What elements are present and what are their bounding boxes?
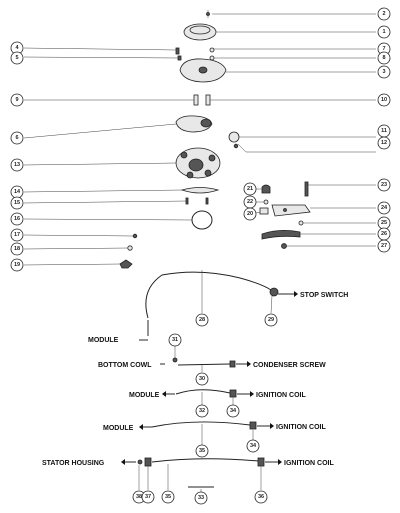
callout-leaders	[23, 13, 376, 266]
svg-text:36: 36	[258, 494, 264, 500]
label-module-1: MODULE	[88, 337, 119, 344]
condenser-lead	[160, 346, 251, 372]
callout-14: 14	[10, 185, 24, 199]
ignition-coil-lead-1	[162, 389, 254, 405]
stop-switch-wire	[139, 270, 298, 341]
callout-8: 8	[377, 51, 391, 65]
label-stator-housing: STATOR HOUSING	[42, 460, 105, 467]
stop-switch-bracket	[259, 181, 311, 249]
callout-34b: 34	[246, 439, 260, 453]
callout-5: 5	[10, 51, 24, 65]
svg-text:9: 9	[15, 97, 18, 103]
stator-housing-lead	[121, 457, 282, 492]
svg-text:22: 22	[247, 199, 253, 205]
label-module-2: MODULE	[129, 392, 160, 399]
label-stop-switch: STOP SWITCH	[300, 292, 348, 299]
callout-36: 36	[254, 490, 268, 504]
svg-text:17: 17	[14, 232, 20, 238]
svg-text:13: 13	[14, 162, 20, 168]
svg-text:32: 32	[199, 408, 205, 414]
callout-13: 13	[10, 158, 24, 172]
callout-23: 23	[377, 178, 391, 192]
label-ignition-coil-1: IGNITION COIL	[256, 392, 307, 399]
callout-3: 3	[377, 65, 391, 79]
callout-24: 24	[377, 201, 391, 215]
svg-text:30: 30	[199, 376, 205, 382]
svg-text:20: 20	[247, 211, 253, 217]
svg-text:5: 5	[15, 55, 18, 61]
ignition-coil-lead-2	[139, 421, 274, 445]
callout-29: 29	[264, 313, 278, 327]
svg-text:3: 3	[382, 69, 385, 75]
svg-text:26: 26	[381, 231, 387, 237]
svg-text:12: 12	[381, 140, 387, 146]
label-bottom-cowl: BOTTOM COWL	[98, 362, 152, 369]
callout-27: 27	[377, 239, 391, 253]
flywheel-stack	[119, 10, 247, 269]
svg-text:24: 24	[381, 205, 388, 211]
svg-text:33: 33	[198, 495, 204, 501]
svg-text:16: 16	[14, 216, 20, 222]
text-labels: STOP SWITCH MODULE BOTTOM COWL CONDENSER…	[42, 292, 348, 467]
callout-12: 12	[377, 136, 391, 150]
callout-31: 31	[168, 333, 182, 347]
svg-text:35: 35	[199, 448, 205, 454]
callout-20: 20	[243, 207, 257, 221]
callout-15: 15	[10, 196, 24, 210]
callout-25: 25	[377, 216, 391, 230]
callout-35b: 35	[161, 490, 175, 504]
svg-text:11: 11	[381, 128, 387, 134]
svg-text:37: 37	[145, 494, 151, 500]
callout-19: 19	[10, 258, 24, 272]
callout-33: 33	[194, 491, 208, 505]
svg-text:1: 1	[382, 29, 385, 35]
svg-text:31: 31	[172, 337, 178, 343]
label-ignition-coil-3: IGNITION COIL	[284, 460, 335, 467]
svg-text:23: 23	[381, 182, 387, 188]
callout-circles: 2 1 7 8 3 10 11 12 23 24 25 26 27 4 5 9 …	[10, 7, 391, 505]
svg-text:15: 15	[14, 200, 20, 206]
callout-10: 10	[377, 93, 391, 107]
label-ignition-coil-2: IGNITION COIL	[276, 424, 327, 431]
svg-text:4: 4	[15, 45, 19, 51]
svg-text:35: 35	[165, 494, 171, 500]
callout-11: 11	[377, 124, 391, 138]
svg-text:29: 29	[268, 317, 274, 323]
svg-text:27: 27	[381, 243, 387, 249]
svg-text:19: 19	[14, 262, 20, 268]
svg-text:7: 7	[382, 46, 385, 52]
svg-text:6: 6	[15, 135, 18, 141]
callout-28: 28	[195, 313, 209, 327]
callout-35a: 35	[195, 444, 209, 458]
svg-text:34: 34	[230, 408, 237, 414]
label-condenser-screw: CONDENSER SCREW	[253, 362, 326, 369]
callout-16: 16	[10, 212, 24, 226]
callout-21: 21	[243, 182, 257, 196]
callout-30: 30	[195, 372, 209, 386]
callout-4: 4	[10, 41, 24, 55]
callout-34a: 34	[226, 404, 240, 418]
label-module-3: MODULE	[103, 425, 134, 432]
callout-22: 22	[243, 195, 257, 209]
svg-text:14: 14	[14, 189, 21, 195]
callout-26: 26	[377, 227, 391, 241]
callout-6: 6	[10, 131, 24, 145]
callout-32: 32	[195, 404, 209, 418]
callout-37: 37	[141, 490, 155, 504]
svg-text:21: 21	[247, 186, 253, 192]
callout-9: 9	[10, 93, 24, 107]
svg-text:34: 34	[250, 443, 257, 449]
svg-text:25: 25	[381, 220, 387, 226]
svg-text:8: 8	[382, 55, 385, 61]
svg-text:10: 10	[381, 97, 387, 103]
svg-text:2: 2	[382, 11, 385, 17]
callout-2: 2	[377, 7, 391, 21]
svg-text:38: 38	[136, 494, 142, 500]
callout-17: 17	[10, 228, 24, 242]
svg-text:18: 18	[14, 246, 20, 252]
svg-text:28: 28	[199, 317, 205, 323]
callout-18: 18	[10, 242, 24, 256]
callout-1: 1	[377, 25, 391, 39]
